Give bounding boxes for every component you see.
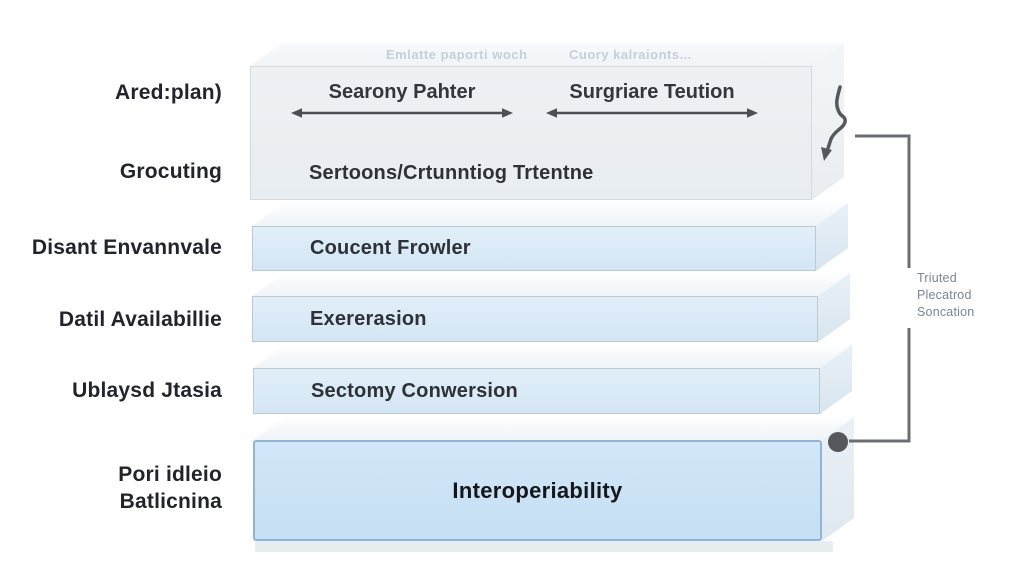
layer-front-face: Exererasion	[252, 296, 818, 342]
row-label-aredplan: Ared:plan)	[115, 81, 222, 104]
row-label-pori-line2: Batlicnina	[119, 490, 222, 513]
layer-top-face	[253, 417, 854, 440]
layer-label: Coucent Frowler	[310, 237, 471, 259]
right-note-line3: Soncation	[917, 304, 975, 319]
connector-bracket	[821, 85, 911, 452]
span-label-right: Surgriare Teution	[569, 81, 735, 103]
ghost-text-left: Emlatte paporti woch	[386, 47, 528, 62]
stack-base-shadow	[255, 541, 833, 552]
layer-interoperiability: Interoperiability	[253, 440, 822, 541]
span-group-right: Surgriare Teution	[546, 81, 758, 119]
layer-front-face: Sectomy Conwersion	[253, 368, 820, 414]
layer-top-box-front-face: Emlatte paporti woch Cuory kalraionts...…	[250, 47, 812, 200]
span-group-left: Searony Pahter	[291, 81, 513, 119]
double-arrow-icon	[291, 108, 513, 118]
row-label-pori-line1: Pori idleio	[118, 463, 222, 486]
span-label-left: Searony Pahter	[328, 81, 476, 103]
row-label-disant: Disant Envannvale	[31, 236, 222, 259]
layer-top-box-caption: Sertoons/Crtunntiog Trtentne	[309, 162, 594, 184]
layer-sectomy: Sectomy Conwersion	[253, 368, 820, 414]
layer-label: Sectomy Conwersion	[311, 379, 518, 402]
right-note-line1: Triuted	[917, 271, 957, 285]
right-note-line2: Plecatrod	[917, 287, 972, 302]
base-layer-label: Interoperiability	[452, 477, 623, 503]
bracket-top-segment	[855, 134, 911, 268]
connector-dot	[828, 432, 848, 452]
squiggle-arrowhead	[821, 147, 832, 161]
layer-top-face	[253, 345, 852, 368]
layer-coucent: Coucent Frowler	[252, 226, 816, 271]
layer-top-box-top-face	[250, 43, 844, 66]
layer-exererasion: Exererasion	[252, 296, 818, 342]
right-note: Triuted Plecatrod Soncation	[917, 270, 1007, 321]
row-label-grocuting: Grocuting	[119, 160, 222, 183]
row-label-datil: Datil Availabillie	[58, 308, 222, 331]
layer-top-box-side-face	[812, 43, 844, 200]
layer-label: Exererasion	[310, 307, 427, 330]
layer-front-face: Coucent Frowler	[252, 226, 816, 271]
double-arrow-icon	[546, 108, 758, 118]
layer-top-face	[252, 203, 848, 226]
layer-front-face: Interoperiability	[253, 440, 822, 541]
layer-top-face	[252, 273, 850, 296]
ghost-text-right: Cuory kalraionts...	[569, 47, 692, 62]
row-label-pori: Pori idleio Batlicnina	[0, 461, 222, 515]
layer-top-box: Emlatte paporti woch Cuory kalraionts...…	[250, 66, 812, 200]
bracket-bottom-segment	[849, 328, 911, 443]
squiggle-arrow-icon	[825, 85, 847, 154]
row-label-ublaysd: Ublaysd Jtasia	[72, 379, 222, 402]
